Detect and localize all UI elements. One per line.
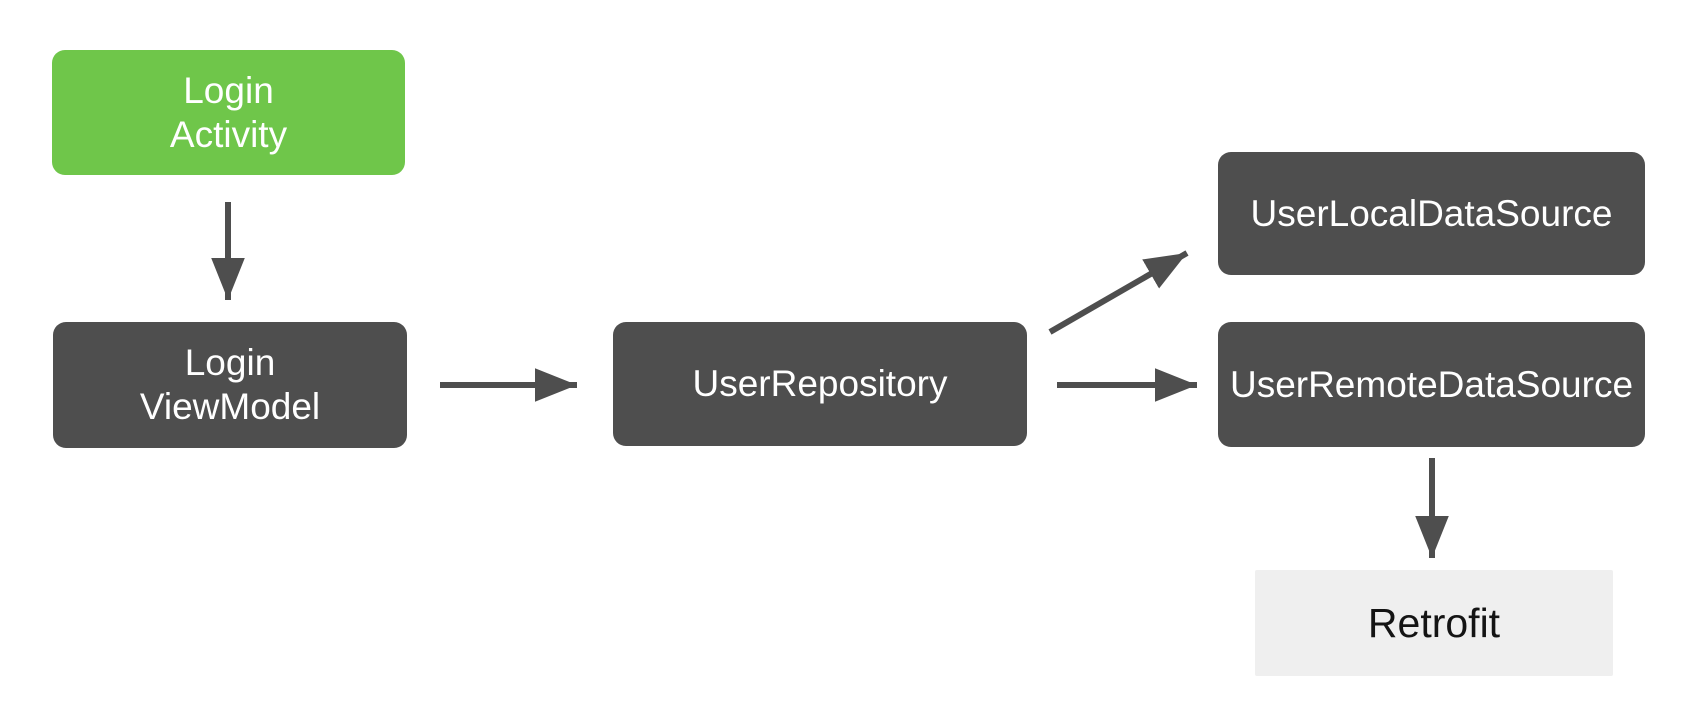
node-user-local-data-source: UserLocalDataSource bbox=[1218, 152, 1645, 275]
node-user-remote-data-source-label: UserRemoteDataSource bbox=[1229, 363, 1634, 405]
node-user-repository: UserRepository bbox=[613, 322, 1027, 446]
node-retrofit-label: Retrofit bbox=[1367, 599, 1501, 646]
arrow-user-repository-to-user-local-data-source bbox=[1048, 250, 1189, 335]
node-retrofit: Retrofit bbox=[1255, 570, 1613, 676]
node-user-repository-label: UserRepository bbox=[692, 363, 948, 405]
node-user-local-data-source-label: UserLocalDataSource bbox=[1250, 192, 1613, 234]
node-login-viewmodel: Login ViewModel bbox=[53, 322, 407, 448]
node-login-viewmodel-label: Login ViewModel bbox=[139, 342, 321, 427]
node-login-activity-label: Login Activity bbox=[169, 69, 288, 155]
node-login-activity: Login Activity bbox=[52, 50, 405, 175]
node-user-remote-data-source: UserRemoteDataSource bbox=[1218, 322, 1645, 447]
